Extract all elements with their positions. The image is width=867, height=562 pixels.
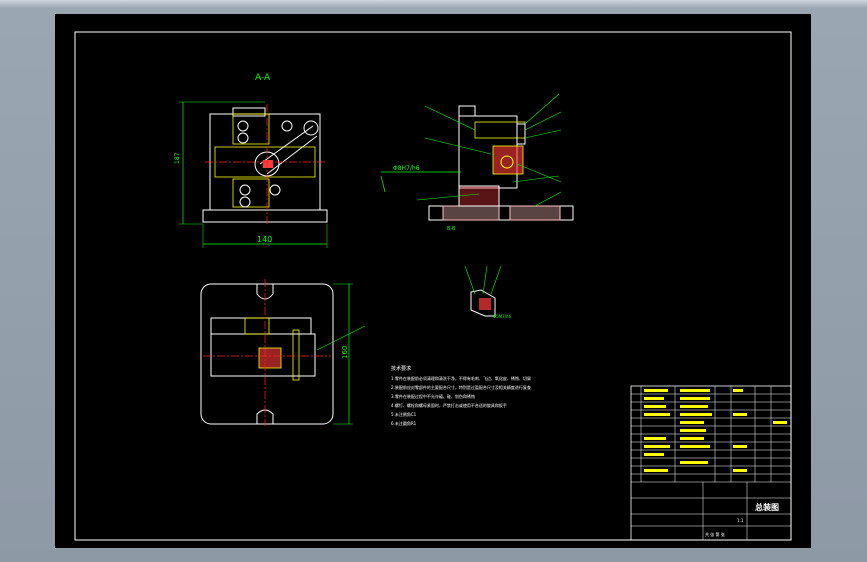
leader bbox=[482, 265, 488, 295]
leader bbox=[416, 193, 480, 201]
tech-line: 1.零件在装配前必须清理和清洗干净，不得有毛刺、飞边、氧化皮、锈蚀、切屑 bbox=[391, 375, 531, 381]
leader bbox=[524, 129, 562, 139]
dim-width: 140 bbox=[257, 235, 272, 244]
top-block bbox=[232, 107, 266, 117]
leader bbox=[464, 265, 476, 295]
hidden-upper-block bbox=[232, 113, 270, 145]
tech-title: 技术要求 bbox=[391, 365, 411, 372]
plan-cam bbox=[258, 347, 282, 369]
scale: 1:1 bbox=[737, 518, 744, 523]
fit-leader bbox=[380, 175, 386, 193]
front-view: A-A 187 140 bbox=[174, 73, 328, 248]
base-plate bbox=[202, 209, 328, 223]
drawing-title: 总装图 bbox=[755, 502, 779, 512]
cad-viewport[interactable]: A-A 187 140 bbox=[55, 14, 811, 548]
plan-view: 160 bbox=[200, 279, 366, 426]
parts-list-marks bbox=[644, 389, 787, 472]
bolt-hole bbox=[237, 132, 249, 144]
side-section-label: B-B bbox=[447, 226, 456, 232]
title-block: 总装图 1:1 共 张 第 张 bbox=[630, 385, 792, 541]
tech-line: 5.未注倒角C1 bbox=[391, 411, 417, 417]
side-bolt bbox=[500, 155, 514, 169]
plan-outline bbox=[200, 283, 334, 425]
plan-hidden bbox=[244, 317, 270, 335]
sheet-border bbox=[74, 31, 792, 541]
dim-height-plan: 160 bbox=[341, 346, 349, 359]
side-base-hatch bbox=[509, 205, 561, 221]
bolt-hole bbox=[239, 184, 251, 196]
plan-pin bbox=[292, 329, 300, 381]
parts-list-grid bbox=[631, 386, 791, 540]
leader bbox=[490, 265, 502, 295]
plan-clamp bbox=[210, 317, 312, 335]
title-block-frame bbox=[630, 385, 792, 541]
side-fit-note: Φ8H7/h6 bbox=[393, 165, 420, 172]
bolt-hole bbox=[237, 120, 249, 132]
side-section-fill bbox=[492, 145, 524, 175]
side-view: Φ8H7/h6 B-B bbox=[380, 93, 574, 232]
side-top-block bbox=[458, 105, 476, 117]
leader bbox=[524, 93, 560, 125]
leader bbox=[534, 191, 562, 207]
side-base bbox=[428, 205, 574, 221]
detail-fill bbox=[479, 298, 491, 310]
tech-line: 4.螺钉、螺栓和螺母紧固时，严禁打击或使用不合适的旋具和扳手 bbox=[391, 402, 507, 408]
detail-note: Φ5M7/h6 bbox=[493, 314, 512, 319]
bolt-hole bbox=[239, 196, 251, 208]
leader bbox=[316, 325, 366, 351]
detail-outline bbox=[470, 289, 496, 317]
dim-height-front: 187 bbox=[174, 152, 181, 164]
hidden-lower-block bbox=[232, 178, 270, 208]
tech-line: 2.装配前应对零部件的主要配合尺寸，特别是过盈配合尺寸及相关精度进行复查 bbox=[391, 384, 531, 390]
section-label: A-A bbox=[255, 73, 271, 83]
cam-fill bbox=[263, 160, 273, 168]
leader bbox=[424, 105, 476, 131]
side-lower bbox=[458, 185, 500, 207]
leader bbox=[524, 111, 562, 131]
leader bbox=[516, 163, 562, 183]
lever-arm bbox=[259, 125, 314, 165]
tech-line: 6.未注圆角R1 bbox=[391, 420, 417, 426]
sheet-count: 共 张 第 张 bbox=[705, 531, 725, 537]
detail-view: Φ5M7/h6 bbox=[464, 265, 512, 319]
bolt-hole bbox=[269, 184, 281, 196]
lever-arm bbox=[266, 135, 318, 175]
lever-pivot bbox=[303, 120, 319, 136]
leader bbox=[424, 137, 492, 155]
leader bbox=[512, 175, 560, 183]
side-knob bbox=[516, 123, 526, 145]
bolt-hole bbox=[281, 120, 293, 132]
side-base-hatch bbox=[442, 205, 500, 221]
drawing-canvas: A-A 187 140 bbox=[74, 31, 792, 541]
tech-requirements: 技术要求 1.零件在装配前必须清理和清洗干净，不得有毛刺、飞边、氧化皮、锈蚀、切… bbox=[391, 365, 531, 426]
tech-line: 3.零件在装配过程中不允许磕、碰、划伤和锈蚀 bbox=[391, 393, 475, 399]
